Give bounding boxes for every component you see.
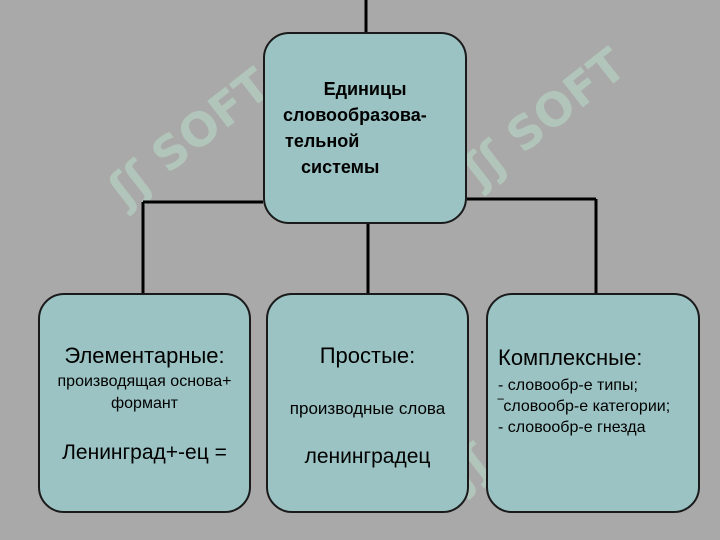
root-line: тельной [285, 131, 360, 151]
root-line: системы [301, 157, 380, 177]
root-node: Единицы словообразова- тельной системы [263, 32, 467, 224]
node-description: производные слова [289, 399, 446, 418]
node-description: формант [110, 395, 179, 412]
node-example: ленинградец [304, 445, 431, 468]
root-line: словообразова- [283, 105, 427, 125]
node-example: Ленинград+-ец = [62, 441, 227, 464]
root-line: Единицы [323, 79, 407, 99]
list-item: ‾словообр-е категории; [498, 398, 671, 415]
node-heading: Элементарные: [64, 343, 225, 368]
node-elementary: Элементарные: производящая основа+ форма… [38, 293, 251, 513]
list-item: - словообр-е гнезда [498, 419, 646, 436]
node-heading: Комплексные: [498, 345, 643, 370]
node-list: - словообр-е типы; ‾словообр-е категории… [498, 375, 670, 438]
node-simple: Простые: производные слова ленинградец [266, 293, 469, 513]
node-description: производящая основа+ [57, 373, 232, 390]
node-complex: Комплексные: - словообр-е типы; ‾словооб… [486, 293, 700, 513]
node-heading: Простые: [319, 343, 416, 368]
list-item: - словообр-е типы; [498, 377, 638, 394]
